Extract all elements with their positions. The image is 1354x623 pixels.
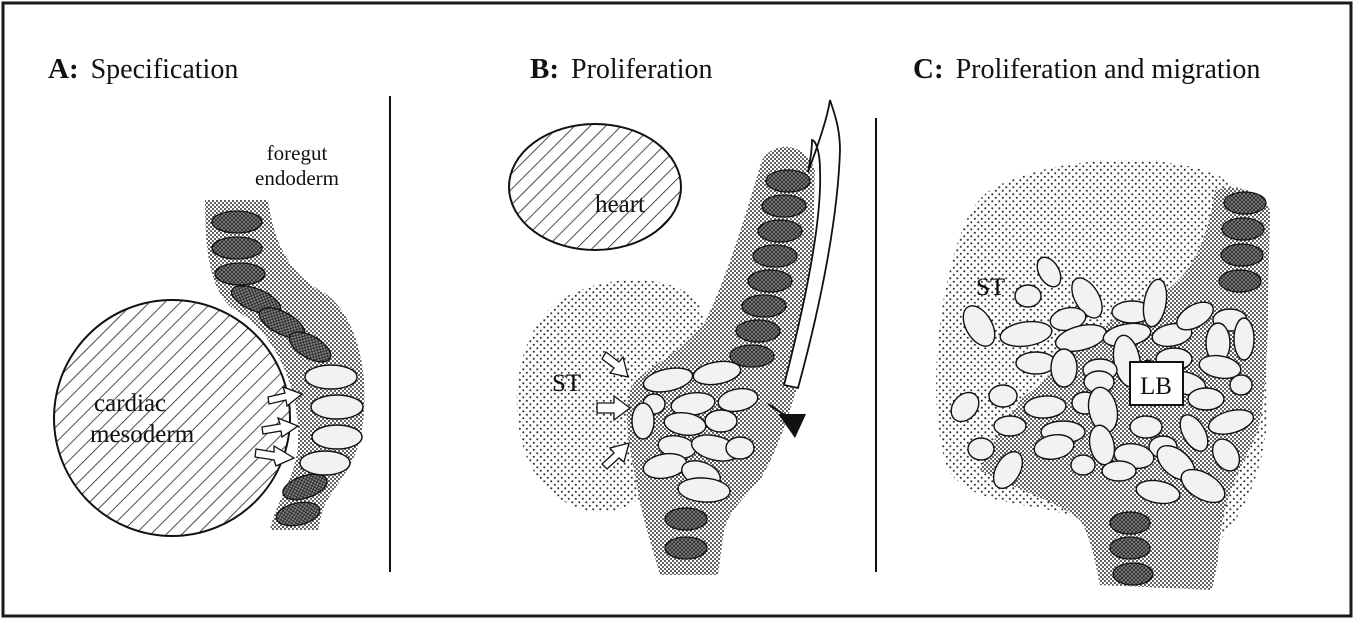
panel-c-heading: Proliferation and migration	[956, 54, 1261, 85]
panel-a-title: A: Specification	[48, 53, 238, 85]
panel-b-letter: B:	[530, 53, 559, 85]
cardiac-label-line1: cardiac	[94, 390, 166, 417]
panel-a-letter: A:	[48, 53, 79, 85]
st-label-b: ST	[552, 370, 581, 397]
heart-label: heart	[595, 191, 645, 218]
foregut-label-line2: endoderm	[255, 166, 339, 190]
foregut-label-line1: foregut	[267, 141, 328, 165]
panel-b-heading: Proliferation	[571, 54, 713, 85]
panel-b-title: B: Proliferation	[530, 53, 713, 85]
lb-label: LB	[1140, 373, 1172, 400]
panel-a-heading: Specification	[91, 54, 239, 85]
st-label-c: ST	[976, 274, 1005, 301]
panel-c-letter: C:	[913, 53, 944, 85]
heart	[509, 124, 681, 250]
panel-c-title: C: Proliferation and migration	[913, 53, 1260, 85]
cardiac-mesoderm	[54, 300, 290, 536]
cardiac-label-line2: mesoderm	[90, 421, 195, 448]
